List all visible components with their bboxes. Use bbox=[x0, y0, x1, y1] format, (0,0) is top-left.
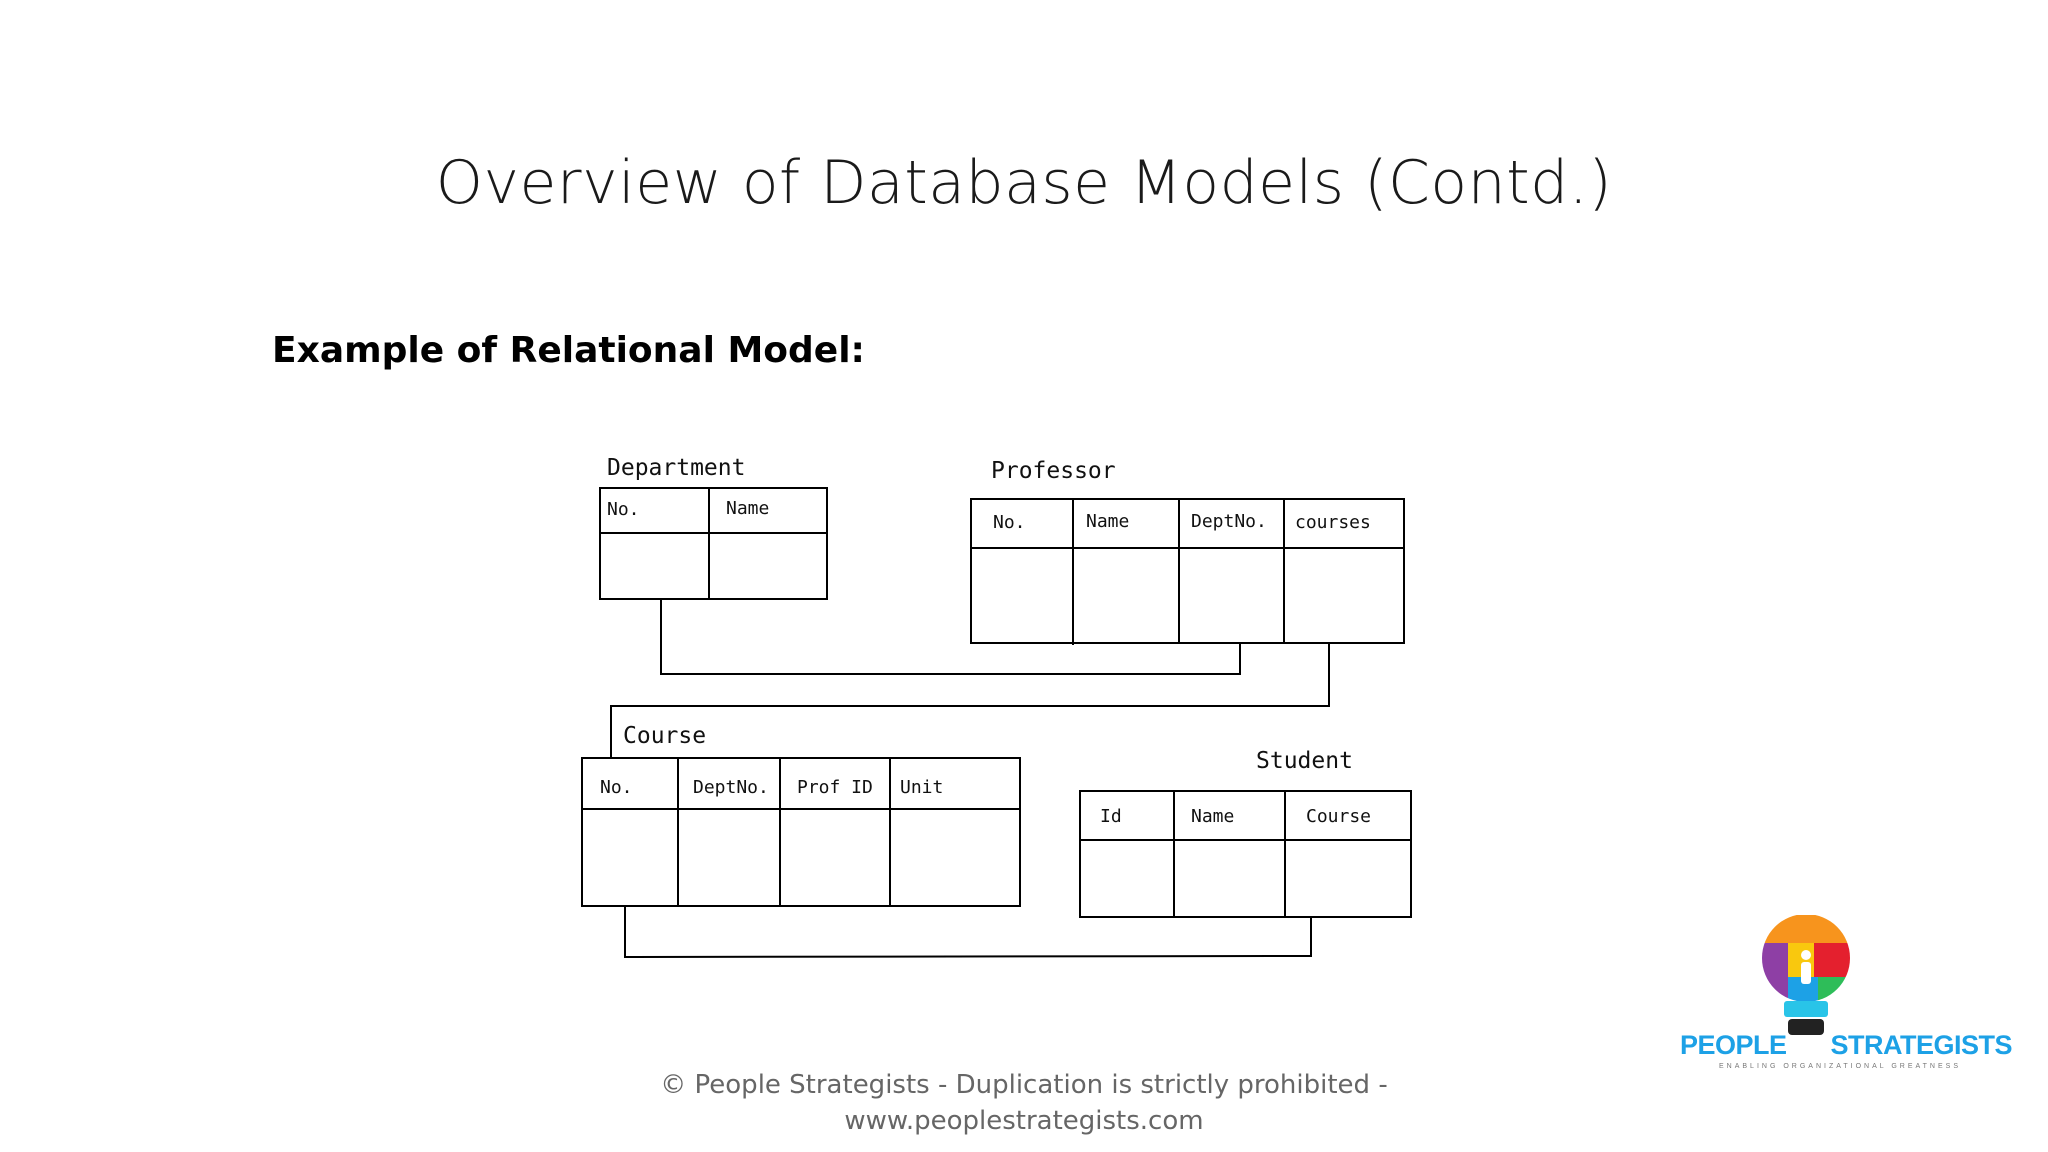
professor-table-border bbox=[970, 498, 1405, 644]
connector-professor-course bbox=[610, 643, 1330, 758]
person-body bbox=[1801, 962, 1811, 984]
connector-department-professor bbox=[660, 600, 1241, 675]
department-table-name: Department bbox=[607, 455, 745, 481]
bulb-base bbox=[1788, 1019, 1824, 1035]
footer-website: www.peoplestrategists.com bbox=[844, 1106, 1204, 1136]
lightbulb-puzzle-icon bbox=[1762, 914, 1850, 1035]
person-head bbox=[1801, 950, 1811, 960]
department-col-name: Name bbox=[726, 498, 769, 519]
people-strategists-logo: PEOPLE STRATEGISTS ENABLING ORGANIZATIONA… bbox=[1680, 914, 2013, 1090]
student-table-border bbox=[1079, 790, 1412, 918]
student-table: Student Id Name Course bbox=[1079, 748, 1412, 918]
student-col-name: Name bbox=[1191, 806, 1234, 827]
course-col-deptno: DeptNo. bbox=[693, 777, 769, 798]
slide-title: Overview of Database Models (Contd.) bbox=[435, 148, 1613, 218]
department-table: Department No. Name bbox=[599, 455, 828, 600]
logo-word-people: PEOPLE bbox=[1680, 1030, 1787, 1060]
bulb-puzzle-pieces bbox=[1762, 914, 1850, 1002]
course-table: Course No. DeptNo. Prof ID Unit bbox=[581, 723, 1021, 907]
logo-word-strategists: STRATEGISTS bbox=[1830, 1030, 2013, 1060]
course-col-no: No. bbox=[600, 777, 633, 798]
logo-tagline: ENABLING ORGANIZATIONAL GREATNESS bbox=[1718, 1063, 1961, 1070]
logo-wordmark: PEOPLE STRATEGISTS bbox=[1680, 1030, 2013, 1061]
professor-col-name: Name bbox=[1086, 511, 1129, 532]
professor-col-no: No. bbox=[993, 512, 1026, 533]
course-table-border bbox=[581, 757, 1021, 907]
student-table-name: Student bbox=[1256, 748, 1353, 774]
bulb-neck bbox=[1784, 1001, 1828, 1017]
student-col-course: Course bbox=[1306, 806, 1371, 827]
department-col-no: No. bbox=[607, 499, 640, 520]
footer-copyright: © People Strategists - Duplication is st… bbox=[660, 1070, 1388, 1100]
professor-col-courses: courses bbox=[1295, 512, 1371, 533]
professor-table: Professor No. Name DeptNo. courses bbox=[970, 458, 1405, 645]
professor-table-name: Professor bbox=[991, 458, 1116, 484]
course-col-unit: Unit bbox=[900, 777, 943, 798]
course-col-profid: Prof ID bbox=[797, 777, 873, 798]
department-table-border bbox=[599, 487, 828, 600]
course-table-name: Course bbox=[623, 723, 706, 749]
professor-col-deptno: DeptNo. bbox=[1191, 511, 1267, 532]
connector-course-student bbox=[624, 906, 1312, 959]
slide-subtitle: Example of Relational Model: bbox=[272, 330, 865, 371]
student-col-id: Id bbox=[1100, 806, 1122, 827]
